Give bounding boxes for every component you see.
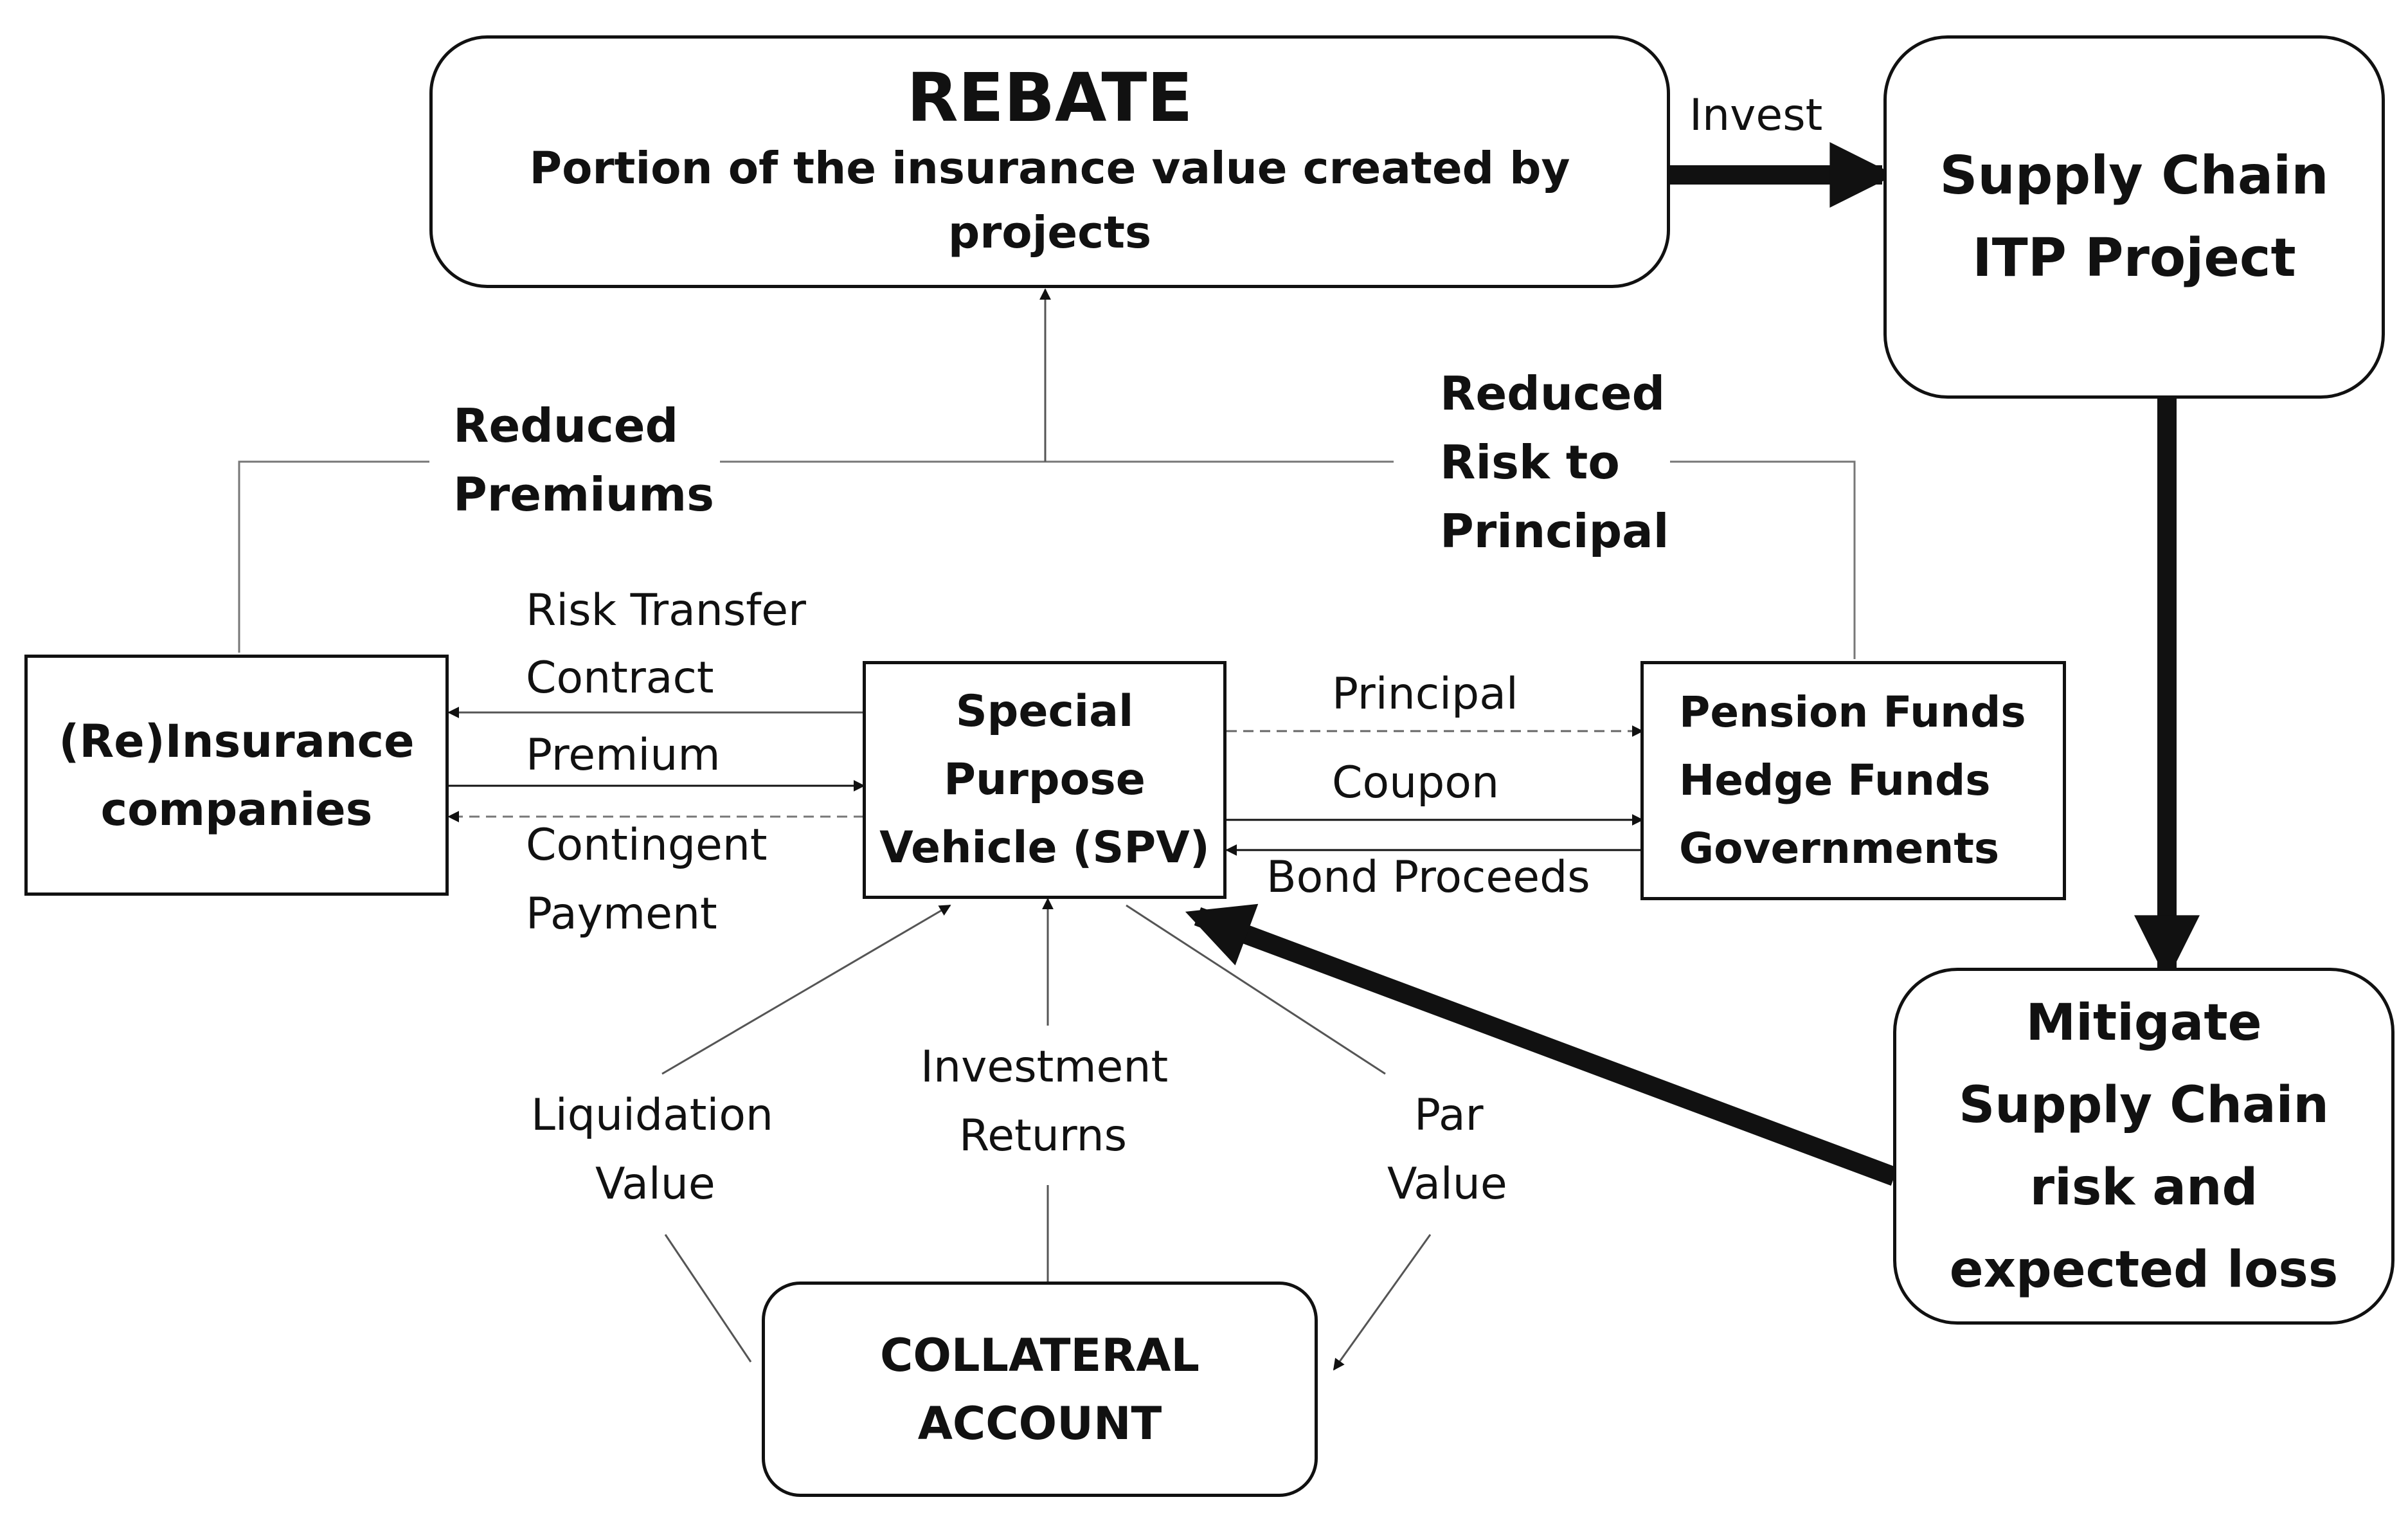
funds-line2: Hedge Funds — [1679, 756, 1991, 805]
rebate-subtitle: Portion of the insurance value created b… — [529, 142, 1570, 258]
spv-line1: Special — [955, 686, 1134, 737]
reduced-premiums-line — [238, 460, 429, 653]
mitigate-box: Mitigate Supply Chain risk and expected … — [1893, 968, 2395, 1325]
rebate-box: REBATE Portion of the insurance value cr… — [429, 35, 1670, 288]
reduced-risk-line — [1670, 460, 1856, 659]
funds-line3: Governments — [1679, 824, 2000, 873]
mitigate-line4: expected loss — [1949, 1240, 2339, 1299]
reduced-risk-label-line2: Risk to — [1440, 435, 1620, 489]
premium-label: Premium — [526, 730, 721, 781]
spv-box: Special Purpose Vehicle (SPV) — [863, 661, 1226, 899]
reduced-premiums-label-line1: Reduced — [453, 399, 679, 453]
par-value-label-line2: Value — [1387, 1159, 1507, 1209]
par-value-label-line1: Par — [1414, 1090, 1484, 1141]
mitigate-line1: Mitigate — [2026, 993, 2262, 1052]
liquidation-line-lower — [664, 1234, 752, 1363]
par-value-line-upper — [1126, 904, 1386, 1075]
funds-box: Pension Funds Hedge Funds Governments — [1640, 661, 2066, 900]
par-value-arrow — [1333, 1234, 1432, 1371]
reduced-risk-label-line1: Reduced — [1440, 367, 1666, 421]
reduced-risk-label-line3: Principal — [1440, 504, 1669, 558]
collateral-line2: ACCOUNT — [917, 1397, 1162, 1450]
funds-line1: Pension Funds — [1679, 687, 2026, 737]
liquidation-value-label-line2: Value — [595, 1159, 715, 1209]
spv-line3: Vehicle (SPV) — [879, 822, 1210, 873]
mitigate-line3: risk and — [2029, 1158, 2258, 1217]
liquidation-arrow — [661, 904, 951, 1075]
supply-chain-line2: ITP Project — [1972, 227, 2296, 289]
spv-line2: Purpose — [944, 754, 1146, 805]
investment-returns-label-line1: Investment — [921, 1042, 1169, 1092]
principal-label: Principal — [1332, 669, 1518, 720]
contingent-payment-label-line2: Payment — [526, 889, 717, 939]
coupon-label: Coupon — [1332, 757, 1500, 808]
mitigate-line2: Supply Chain — [1959, 1076, 2329, 1134]
supply-chain-line1: Supply Chain — [1939, 145, 2329, 206]
collateral-box: COLLATERAL ACCOUNT — [762, 1282, 1318, 1497]
reinsurance-line1: (Re)Insurance — [58, 714, 415, 768]
risk-transfer-label-line2: Contract — [526, 653, 714, 703]
risk-transfer-label-line1: Risk Transfer — [526, 585, 806, 636]
collateral-line1: COLLATERAL — [879, 1328, 1200, 1382]
reinsurance-line2: companies — [100, 783, 373, 836]
supply-chain-box: Supply Chain ITP Project — [1883, 35, 2385, 399]
mitigate-to-spv-arrow — [1185, 903, 1898, 1186]
invest-label: Invest — [1689, 90, 1823, 141]
reduced-premiums-label-line2: Premiums — [453, 467, 714, 521]
liquidation-value-label-line1: Liquidation — [531, 1090, 774, 1141]
contingent-payment-label-line1: Contingent — [526, 820, 768, 871]
bond-proceeds-label: Bond Proceeds — [1266, 852, 1590, 903]
rebate-title: REBATE — [906, 58, 1193, 137]
investment-returns-label-line2: Returns — [959, 1110, 1128, 1161]
reinsurance-box: (Re)Insurance companies — [24, 655, 449, 896]
